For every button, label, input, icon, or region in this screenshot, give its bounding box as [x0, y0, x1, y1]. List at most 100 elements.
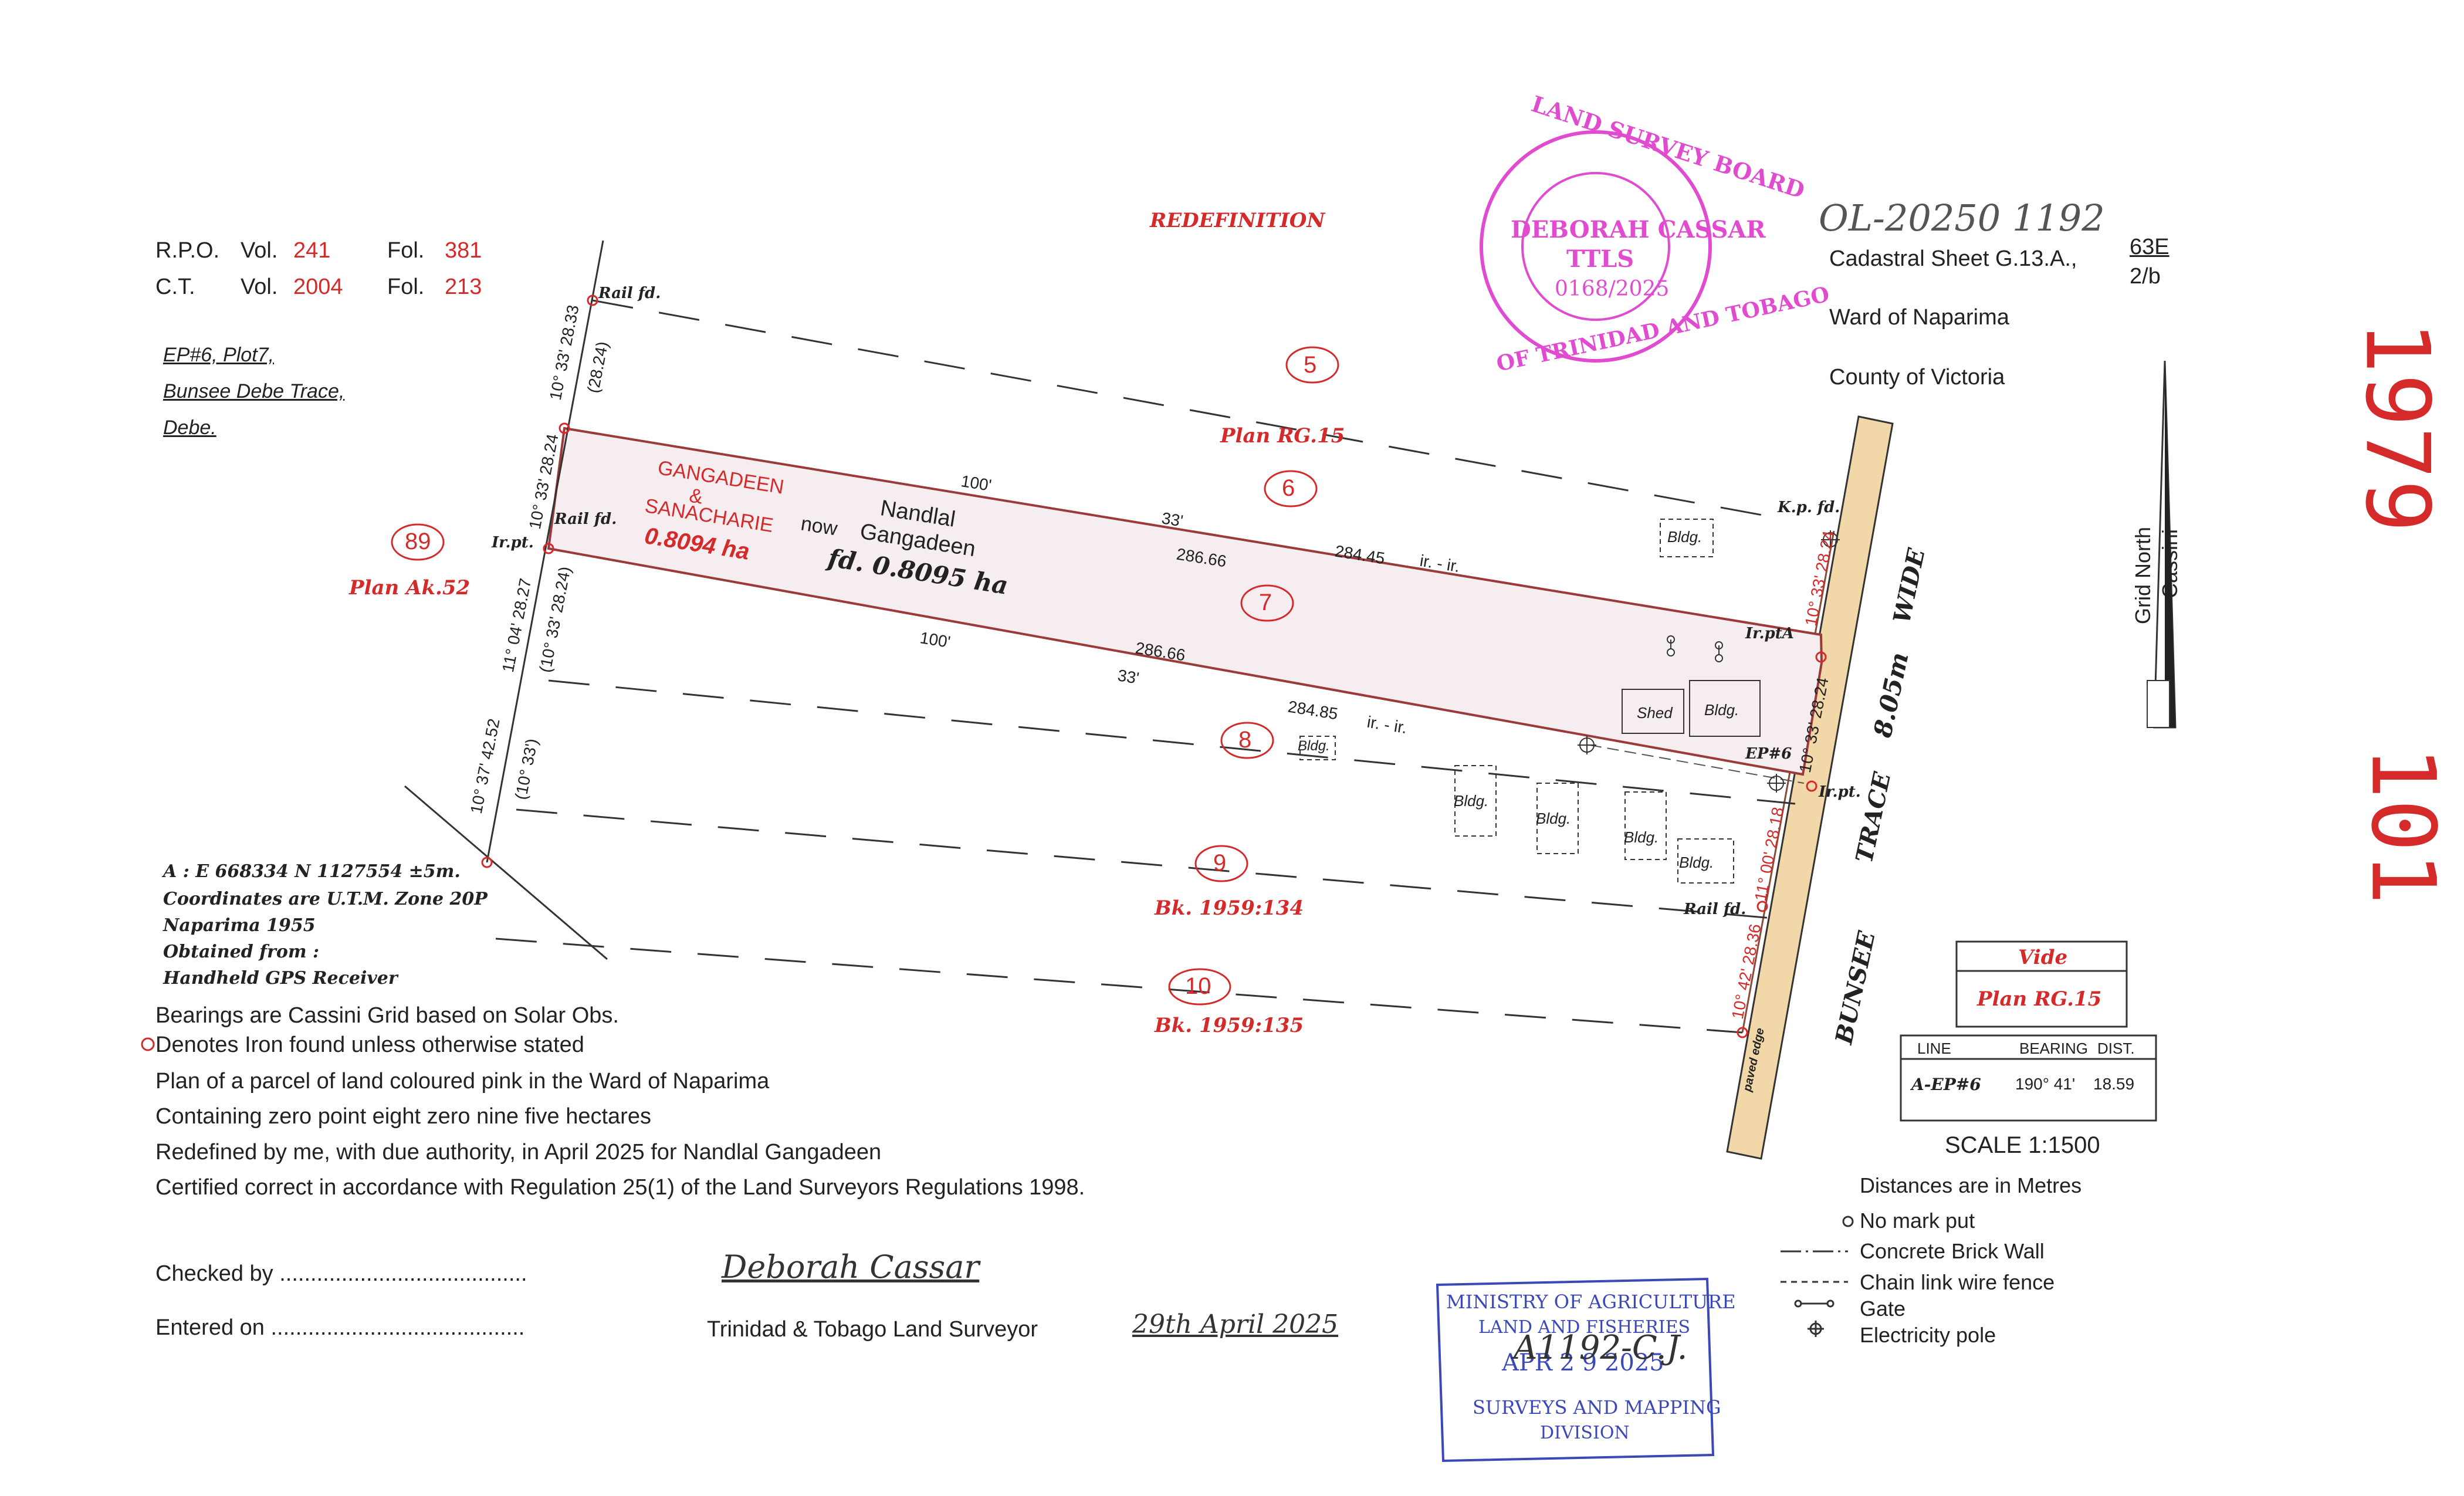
legend-brick-wall: Concrete Brick Wall	[1860, 1239, 2045, 1263]
road-strip	[1726, 415, 1894, 1160]
note-area: Containing zero point eight zero nine fi…	[155, 1104, 651, 1129]
rpo-fol-label: Fol.	[387, 238, 425, 263]
ministry-stamp-line4: DIVISION	[1540, 1423, 1630, 1443]
iron-legend-icon	[141, 1037, 155, 1051]
vide-row-dist: 18.59	[2093, 1075, 2135, 1093]
bldg-label-7: Bldg.	[1704, 701, 1739, 719]
dim-33-top: 33'	[1160, 509, 1184, 530]
ward: Ward of Naparima	[1829, 305, 2009, 330]
checked-by: Checked by .............................…	[155, 1261, 527, 1286]
ct-vol-label: Vol.	[241, 275, 278, 299]
north-label-cassini: Cassini	[2158, 529, 2182, 599]
dim-33-bot: 33'	[1116, 666, 1140, 688]
legend-electricity-pole: Electricity pole	[1860, 1323, 1996, 1347]
ministry-stamp-line1: MINISTRY OF AGRICULTURE	[1446, 1291, 1736, 1313]
north-arrow-icon	[2147, 360, 2177, 729]
ministry-stamp-line3: SURVEYS AND MAPPING	[1473, 1396, 1721, 1419]
address-line-1: EP#6, Plot7,	[163, 344, 275, 366]
lot-8: 8	[1238, 727, 1252, 753]
gates	[1667, 635, 1723, 662]
bldg-label-5: Bldg.	[1624, 828, 1659, 846]
vide-plan: Plan RG.15	[1977, 987, 2102, 1011]
lot-5: 5	[1304, 352, 1317, 378]
note-plan: Plan of a parcel of land coloured pink i…	[155, 1069, 770, 1094]
coord-a: A : E 668334 N 1127554 ±5m.	[163, 861, 461, 882]
legend-no-mark: No mark put	[1860, 1209, 1975, 1233]
coord-line3: Naparima 1955	[163, 915, 316, 936]
plan-ref-rg15: Plan RG.15	[1220, 424, 1345, 448]
ct-label: C.T.	[155, 275, 195, 299]
note-redefined: Redefined by me, with due authority, in …	[155, 1140, 882, 1165]
vide-box	[1900, 940, 2157, 1122]
lot-10: 10	[1185, 973, 1211, 999]
land-survey-board-stamp	[1480, 130, 1712, 363]
plan-ref-bk135: Bk. 1959:135	[1155, 1014, 1304, 1037]
rpo-fol-value: 381	[445, 238, 482, 263]
shed-label: Shed	[1637, 704, 1673, 722]
rpo-vol-value: 241	[293, 238, 331, 263]
label-ir-pt-2: Ir.pt.	[1819, 783, 1861, 801]
neighbour-lines	[495, 299, 1796, 1034]
label-ep6: EP#6	[1745, 745, 1792, 763]
cadastral-sheet-bottom: 2/b	[2130, 264, 2161, 289]
rpo-vol-label: Vol.	[241, 238, 278, 263]
note-bearings: Bearings are Cassini Grid based on Solar…	[155, 1003, 619, 1028]
ministry-stamp	[1436, 1277, 1715, 1463]
lot-9: 9	[1213, 850, 1227, 876]
legend-symbols	[1781, 1216, 1854, 1337]
chain-link-fence	[1589, 744, 1805, 784]
scale-label: SCALE 1:1500	[1945, 1132, 2100, 1158]
vide-header-bearing: BEARING	[2019, 1040, 2089, 1057]
surveyor-label: Trinidad & Tobago Land Surveyor	[707, 1317, 1038, 1342]
coord-line5: Handheld GPS Receiver	[163, 968, 398, 989]
coord-line4: Obtained from :	[163, 942, 320, 962]
label-ir-pt-1: Ir.pt.	[492, 534, 534, 551]
note-certified: Certified correct in accordance with Reg…	[155, 1175, 1085, 1200]
bldg-label-4: Bldg.	[1536, 810, 1571, 827]
rpo-label: R.P.O.	[155, 238, 220, 263]
coord-line2: Coordinates are U.T.M. Zone 20P	[163, 889, 488, 909]
address-line-3: Debe.	[163, 417, 216, 439]
ct-fol-label: Fol.	[387, 275, 425, 299]
board-stamp-title: TTLS	[1566, 245, 1634, 273]
board-stamp-number: 0168/2025	[1555, 277, 1670, 301]
ct-vol-value: 2004	[293, 275, 343, 299]
surveyor-signature: Deborah Cassar	[722, 1248, 980, 1285]
label-rail-fd-2: Rail fd.	[554, 510, 617, 528]
label-ir-pt-a: Ir.ptA	[1745, 625, 1794, 642]
cadastral-sheet-top: 63E	[2130, 235, 2169, 259]
lot-89: 89	[405, 529, 431, 554]
surveyor-date: 29th April 2025	[1132, 1309, 1339, 1339]
ct-fol-value: 213	[445, 275, 482, 299]
bldg-label-3: Bldg.	[1454, 792, 1489, 810]
label-rail-fd-3: Rail fd.	[1684, 901, 1747, 918]
redefinition-title: REDEFINITION	[1150, 209, 1325, 232]
bldg-label-1: Bldg.	[1667, 528, 1703, 546]
board-stamp-name: DEBORAH CASSAR	[1511, 216, 1766, 243]
cadastral-sheet-label: Cadastral Sheet G.13.A.,	[1829, 246, 2077, 271]
reference-number: OL-20250 1192	[1819, 197, 2105, 239]
vide-header-dist: DIST.	[2097, 1040, 2135, 1057]
ministry-stamp-date: APR 2 9 2025	[1502, 1349, 1664, 1376]
west-boundary-ext	[404, 785, 608, 960]
legend-gate: Gate	[1860, 1297, 1906, 1321]
entered-on: Entered on .............................…	[155, 1315, 525, 1340]
note-iron: Denotes Iron found unless otherwise stat…	[155, 1033, 584, 1057]
label-kp-fd: K.p. fd.	[1778, 499, 1840, 516]
county: County of Victoria	[1829, 365, 2005, 390]
lot-6: 6	[1282, 475, 1295, 501]
ministry-stamp-line2: LAND AND FISHERIES	[1478, 1317, 1691, 1338]
plan-ref-ak52: Plan Ak.52	[349, 576, 471, 600]
margin-number-top: 1979	[2345, 320, 2448, 533]
iron-markers	[481, 295, 1827, 1038]
plan-ref-bk134: Bk. 1959:134	[1155, 896, 1304, 920]
north-label-grid: Grid North	[2131, 526, 2155, 625]
distances-note: Distances are in Metres	[1860, 1173, 2082, 1197]
parcel-lot-7	[547, 427, 1823, 776]
lot-circles	[391, 346, 1339, 1006]
address-line-2: Bunsee Debe Trace,	[163, 380, 345, 402]
margin-number-bottom: 101	[2351, 746, 2454, 905]
shed-building	[1622, 680, 1761, 737]
legend-chain-fence: Chain link wire fence	[1860, 1270, 2055, 1294]
